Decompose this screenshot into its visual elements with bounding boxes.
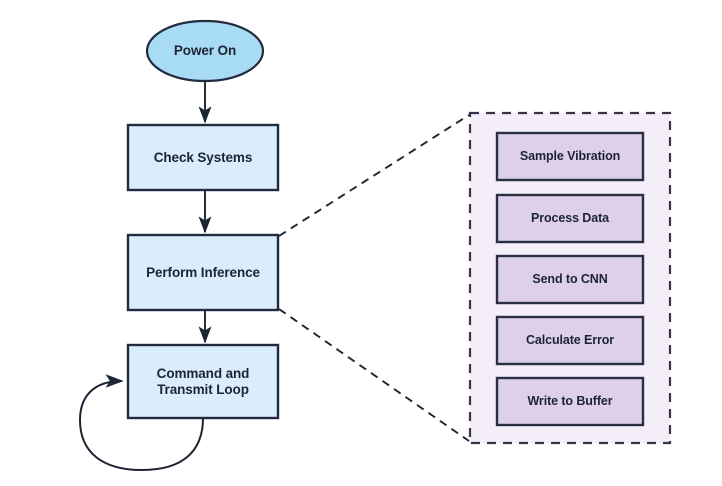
expand-bottom-connector <box>278 308 470 442</box>
node-power-on[interactable] <box>145 19 265 83</box>
node-sample-vibration[interactable] <box>495 131 645 182</box>
node-write-to-buffer[interactable] <box>495 376 645 427</box>
node-calculate-error[interactable] <box>495 315 645 366</box>
node-command-transmit-loop[interactable] <box>126 343 280 420</box>
expand-top-connector <box>278 114 470 237</box>
node-perform-inference[interactable] <box>126 233 280 312</box>
node-send-to-cnn[interactable] <box>495 254 645 305</box>
node-process-data[interactable] <box>495 193 645 244</box>
node-check-systems[interactable] <box>126 123 280 192</box>
loop-self-return-arrow <box>78 374 204 472</box>
